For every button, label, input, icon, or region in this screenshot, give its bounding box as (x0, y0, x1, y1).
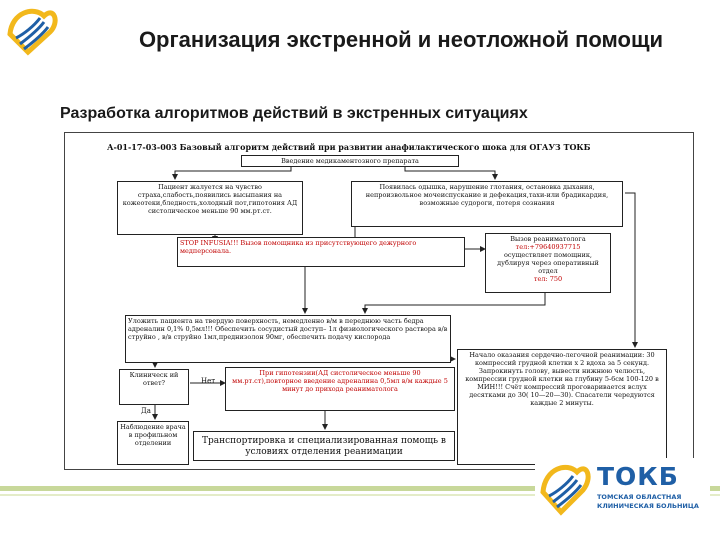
box-symptoms-left: Пациент жалуется на чувство страха,слабо… (117, 181, 303, 235)
bottom-decor-strip (0, 486, 720, 491)
logo-name: ТОКБ (597, 462, 679, 491)
box-call-resuscitator: Вызов реаниматолога тел:+79640937715 осу… (485, 233, 611, 293)
hospital-logo-icon (4, 4, 62, 56)
box-hypotension: При гипотензии(АД систолическое меньше 9… (225, 367, 455, 411)
cpr-text: Начало оказания сердечно-легочной реаним… (465, 351, 659, 407)
box-stop-infusion: STOP INFUSIA!!! Вызов помощника из прису… (177, 237, 465, 267)
label-no: Нет (201, 377, 216, 385)
slide-title: Организация экстренной и неотложной помо… (138, 27, 664, 52)
label-yes: Да (141, 407, 151, 415)
flowchart-header: А-01-17-03-003 Базовый алгоритм действий… (105, 141, 645, 153)
bottom-decor-strip-light (0, 494, 720, 496)
slide-subtitle: Разработка алгоритмов действий в экстрен… (60, 105, 528, 122)
logo-line1: ТОМСКАЯ ОБЛАСТНАЯ (597, 493, 682, 501)
algorithm-flowchart: А-01-17-03-003 Базовый алгоритм действий… (64, 132, 694, 470)
call-phone: тел:+79640937715 (515, 243, 581, 251)
box-position-patient: Уложить пациента на твердую поверхность,… (125, 315, 451, 363)
stop-text: STOP INFUSIA!!! Вызов помощника из прису… (180, 239, 417, 255)
heart-logo-icon (540, 465, 591, 516)
box-transport: Транспортировка и специализированная пом… (193, 431, 455, 461)
logo-line2: КЛИНИЧЕСКАЯ БОЛЬНИЦА (597, 502, 699, 510)
box-intro: Введение медикаментозного препарата (241, 155, 459, 167)
box-observation: Наблюдение врача в профильном отделении (117, 421, 189, 465)
hospital-logo: ТОКБ ТОМСКАЯ ОБЛАСТНАЯ КЛИНИЧЕСКАЯ БОЛЬН… (535, 458, 710, 518)
box-symptoms-right: Появилась одышка, нарушение глотания, ос… (351, 181, 623, 227)
call-line2: осуществляет помощник, дублируя через оп… (497, 251, 599, 275)
call-ext: тел: 750 (533, 275, 563, 283)
box-clinical-response: Клиническ ий ответ? (119, 369, 189, 405)
box-cpr: Начало оказания сердечно-легочной реаним… (457, 349, 667, 465)
call-line1: Вызов реаниматолога (510, 235, 586, 243)
